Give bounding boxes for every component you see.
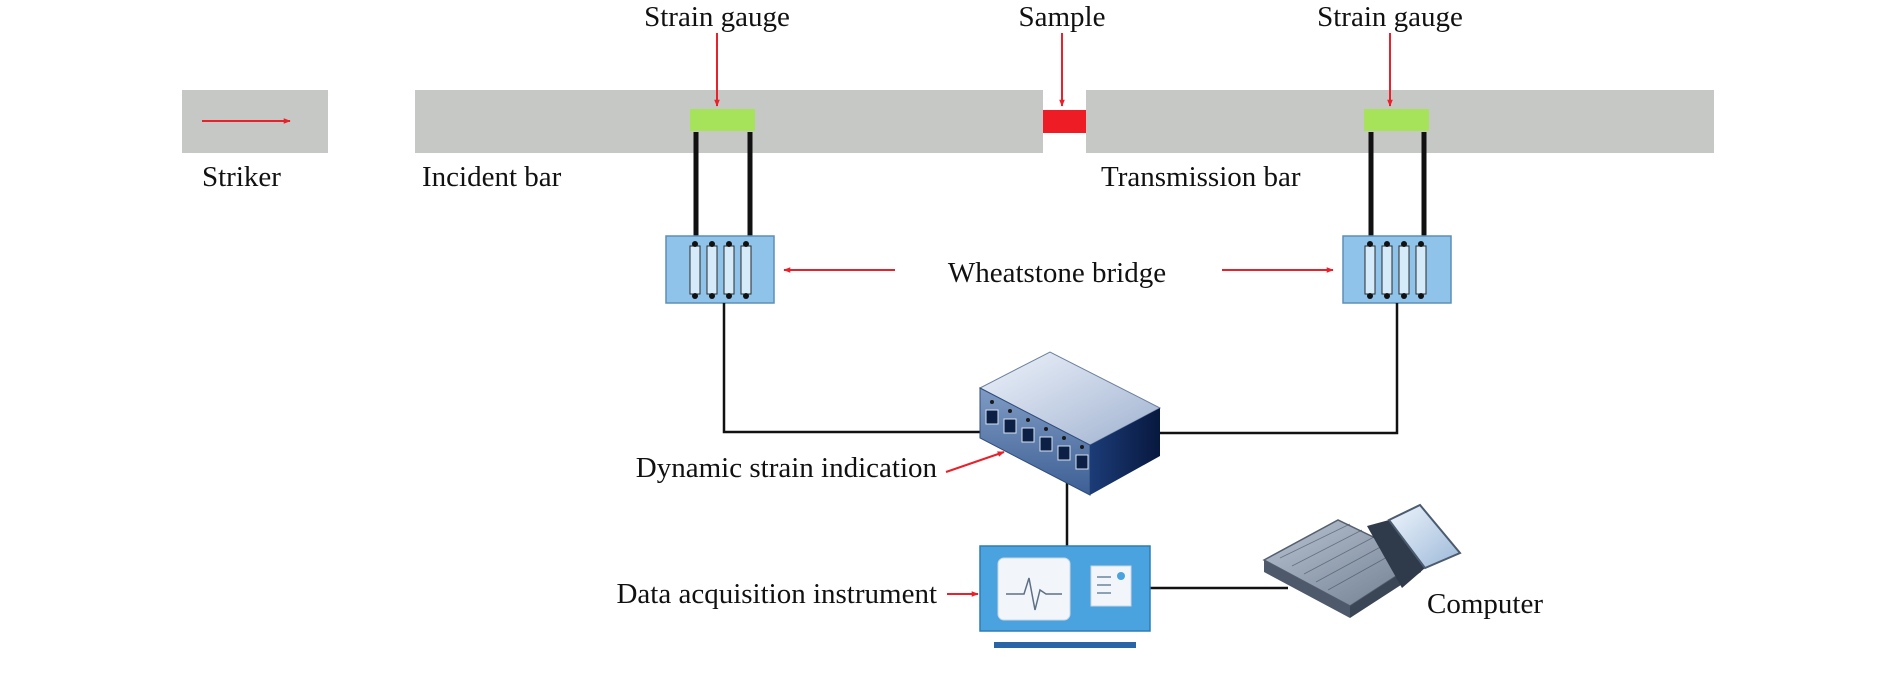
left-gauge-leads xyxy=(693,132,753,236)
wheatstone-bridge-icon xyxy=(665,235,775,304)
strain-gauge-left xyxy=(690,109,755,131)
strain-gauge-right xyxy=(1364,109,1429,131)
right-gauge-leads xyxy=(1368,132,1427,236)
sample xyxy=(1043,110,1086,133)
striker-label: Striker xyxy=(202,161,281,193)
transmission-bar-label: Transmission bar xyxy=(1101,161,1301,193)
sample-label: Sample xyxy=(1019,1,1106,33)
strain-gauge-right-label: Strain gauge xyxy=(1317,1,1463,33)
strain-gauge-left-label: Strain gauge xyxy=(644,1,790,33)
network-switch-icon xyxy=(978,351,1162,496)
strain-indicator-arrow xyxy=(945,451,1005,473)
computer-label: Computer xyxy=(1427,588,1543,620)
wheatstone-bridge-icon xyxy=(1342,235,1452,304)
signal-wires xyxy=(722,303,1399,590)
wheatstone-bridge-label: Wheatstone bridge xyxy=(948,257,1166,289)
laptop-icon xyxy=(1262,503,1462,618)
oscilloscope-icon xyxy=(979,545,1151,648)
incident-bar-label: Incident bar xyxy=(422,161,562,193)
data-acquisition-instrument-label: Data acquisition instrument xyxy=(616,578,937,610)
dynamic-strain-indication-label: Dynamic strain indication xyxy=(636,452,938,484)
